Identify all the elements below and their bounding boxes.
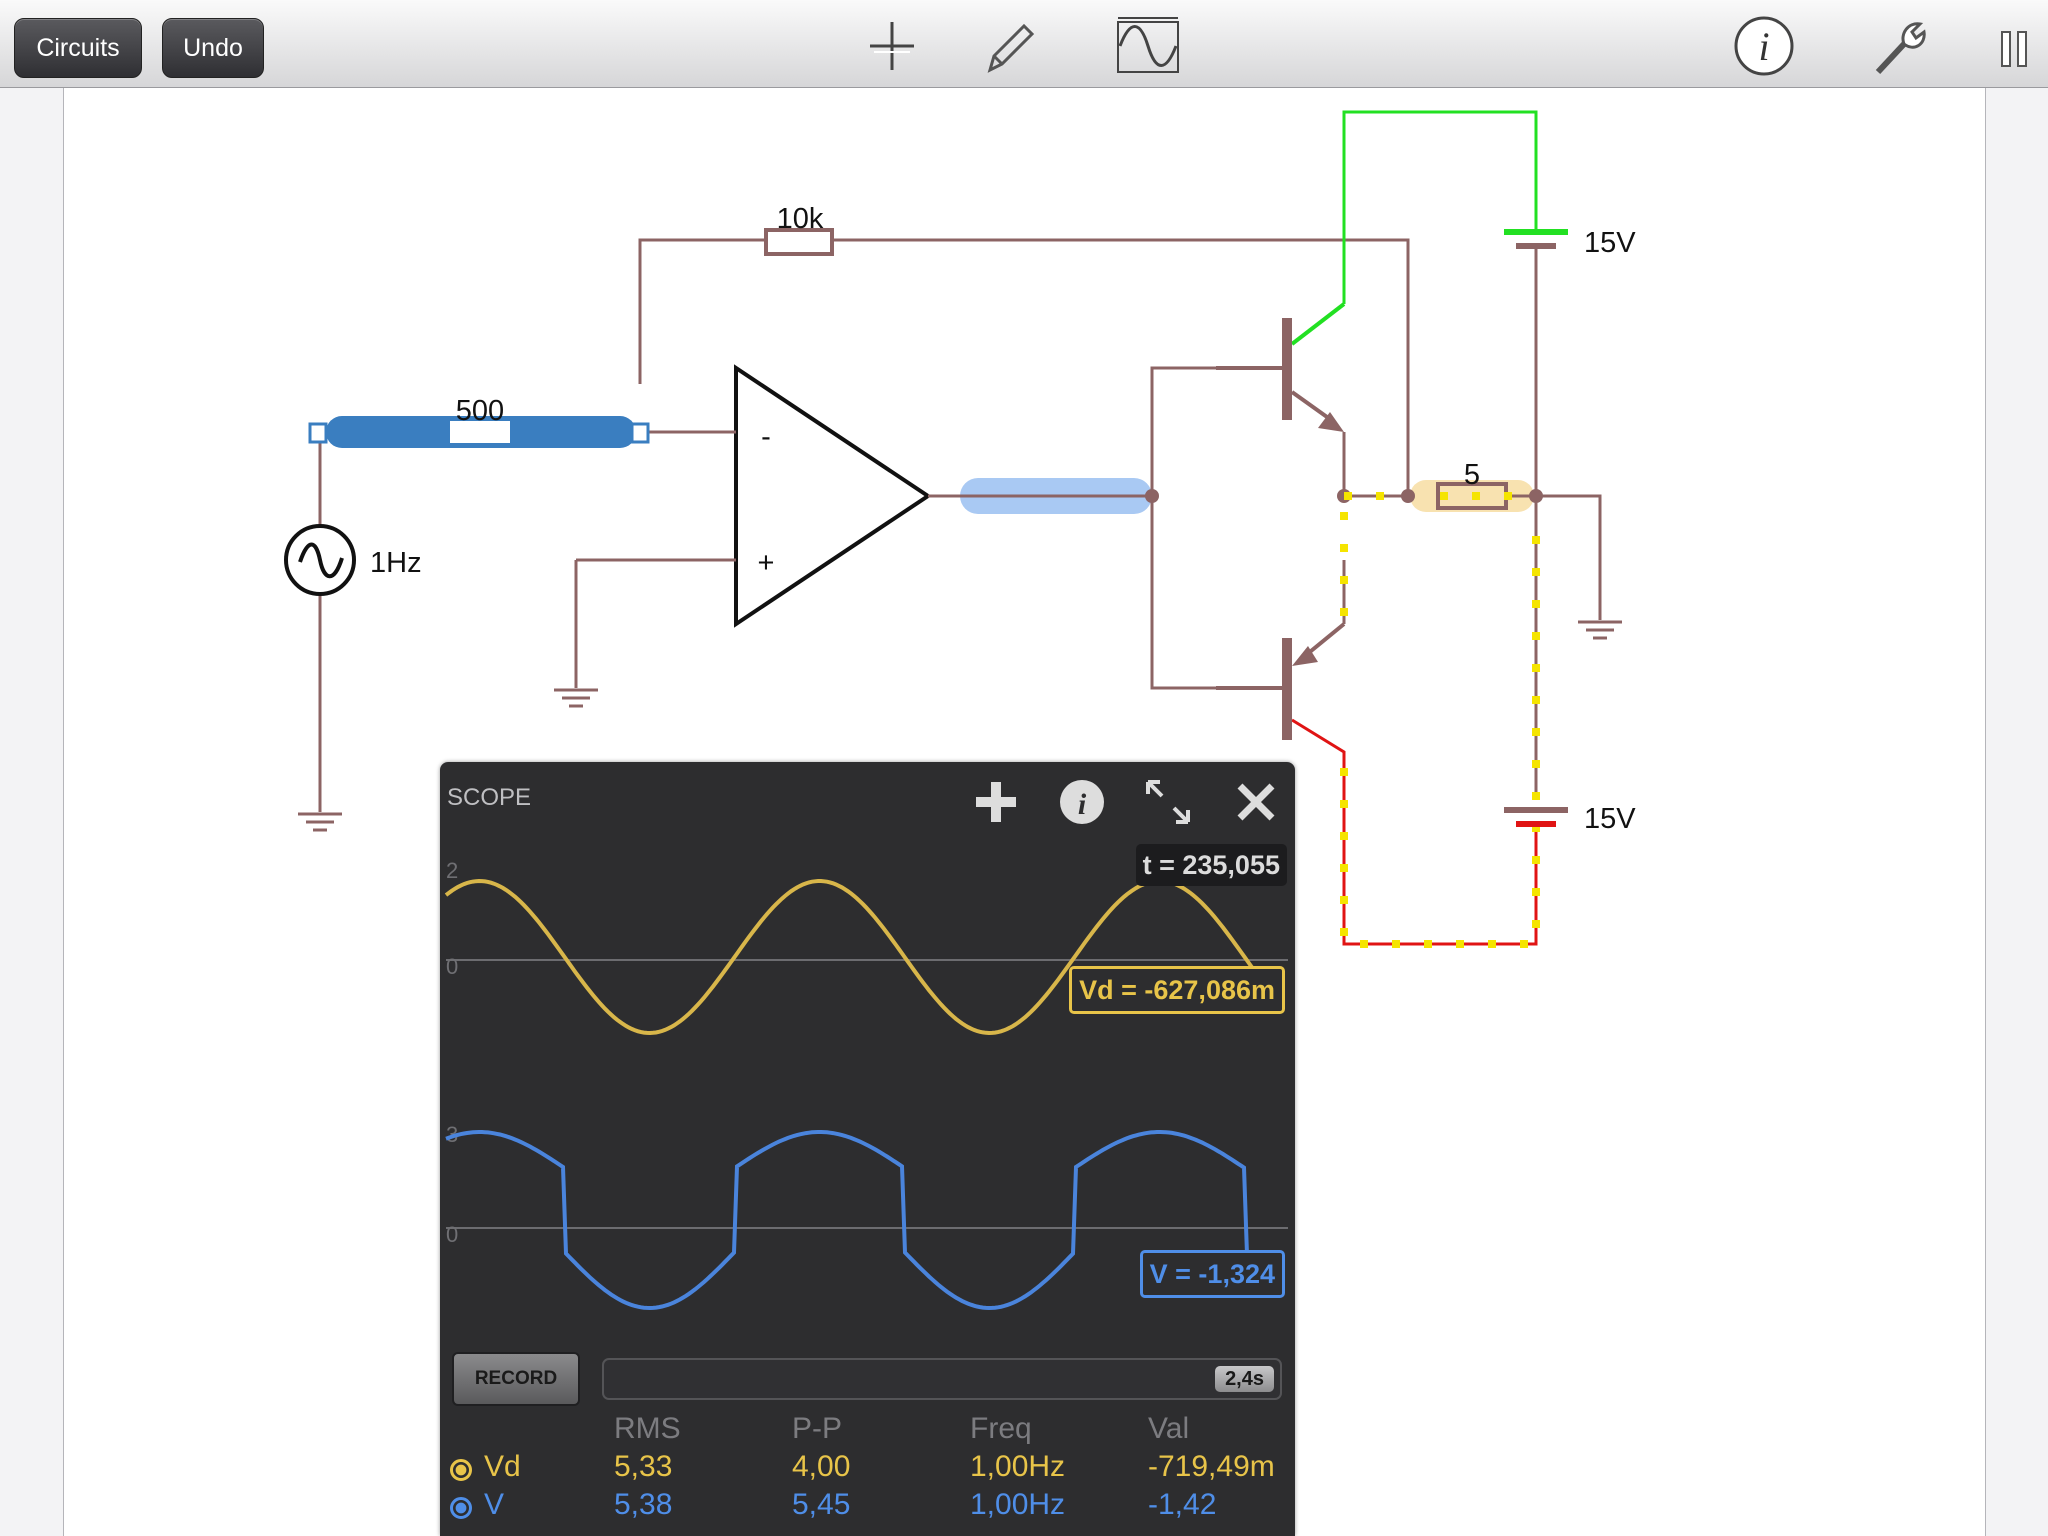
resistor-10k[interactable]: 10k [708, 203, 898, 256]
vd-radio[interactable] [450, 1459, 472, 1481]
v-rms: 5,38 [614, 1488, 673, 1521]
toolbar: Circuits Undo i [0, 0, 2048, 88]
scope-panel[interactable]: SCOPE i 2 0 3 0 t = 235,055 Vd = -627,08… [440, 762, 1295, 1536]
resistor-5-label: 5 [1464, 459, 1480, 491]
scope-waveforms: 2 0 3 0 [444, 858, 1288, 1311]
add-icon[interactable] [970, 776, 1022, 828]
resistor-5[interactable]: 5 [1410, 459, 1534, 512]
op-amp-plus-label: + [758, 547, 775, 579]
current-flow-dots [1340, 492, 1540, 948]
trace1-scale-zero: 0 [446, 954, 458, 979]
svg-text:i: i [1758, 24, 1769, 69]
expand-icon[interactable] [1142, 776, 1194, 828]
resistor-500[interactable]: 500 [308, 395, 650, 448]
info-icon[interactable]: i [1056, 776, 1108, 828]
op-amp-minus-label: - [761, 421, 771, 453]
svg-text:i: i [1078, 788, 1087, 821]
v-val: -1,42 [1148, 1488, 1217, 1521]
wrench-icon[interactable] [1864, 12, 1932, 80]
ac-source[interactable]: 1Hz [284, 524, 422, 596]
v-trace [445, 1130, 1276, 1311]
v-pp: 5,45 [792, 1488, 851, 1521]
v-readout: V = -1,324 [1139, 1250, 1285, 1298]
record-button[interactable]: RECORD [452, 1352, 580, 1406]
time-scale-bar[interactable]: 2,4s [602, 1358, 1282, 1400]
pnp-transistor[interactable] [1216, 622, 1346, 740]
pencil-icon[interactable] [976, 12, 1044, 80]
time-readout: t = 235,055 [1135, 844, 1287, 886]
time-scale-value: 2,4s [1215, 1366, 1274, 1392]
undo-button[interactable]: Undo [162, 18, 264, 78]
vd-rms: 5,33 [614, 1450, 673, 1483]
npn-transistor[interactable] [1216, 318, 1344, 432]
op-amp[interactable]: - + [700, 364, 932, 628]
positive-supply-wire [1342, 110, 1538, 304]
header-val: Val [1148, 1412, 1190, 1445]
trace2-scale-zero: 0 [446, 1222, 458, 1247]
battery-bottom-label: 15V [1584, 803, 1636, 835]
battery-top-label: 15V [1584, 227, 1636, 259]
info-icon[interactable]: i [1730, 12, 1798, 80]
scope-title: SCOPE [447, 784, 532, 811]
resistor-500-label: 500 [456, 395, 504, 427]
vd-freq: 1,00Hz [970, 1450, 1066, 1483]
battery-bottom[interactable]: 15V [1504, 803, 1636, 835]
battery-top[interactable]: 15V [1504, 227, 1636, 259]
vd-trace [444, 878, 1276, 1036]
npn-collector-lead [1290, 302, 1346, 346]
v-radio[interactable] [450, 1497, 472, 1519]
vd-pp: 4,00 [792, 1450, 851, 1483]
header-rms: RMS [614, 1412, 681, 1445]
header-freq: Freq [970, 1412, 1032, 1445]
circuits-button[interactable]: Circuits [14, 18, 142, 78]
vd-readout: Vd = -627,086m [1069, 966, 1285, 1014]
add-icon[interactable] [858, 12, 926, 80]
resistor-10k-label: 10k [777, 203, 824, 235]
ground-symbols [298, 620, 1622, 832]
v-freq: 1,00Hz [970, 1488, 1066, 1521]
vd-name: Vd [484, 1450, 521, 1483]
vd-val: -719,49m [1148, 1450, 1275, 1483]
pause-icon[interactable] [1990, 12, 2040, 80]
trace1-scale-top: 2 [446, 858, 458, 883]
ac-source-label: 1Hz [370, 547, 422, 579]
negative-supply-wire [1291, 718, 1538, 946]
circuit-wires [318, 238, 1602, 812]
v-name: V [484, 1488, 505, 1521]
header-pp: P-P [792, 1412, 843, 1445]
scope-wave-icon[interactable] [1114, 12, 1182, 80]
close-icon[interactable] [1230, 776, 1282, 828]
